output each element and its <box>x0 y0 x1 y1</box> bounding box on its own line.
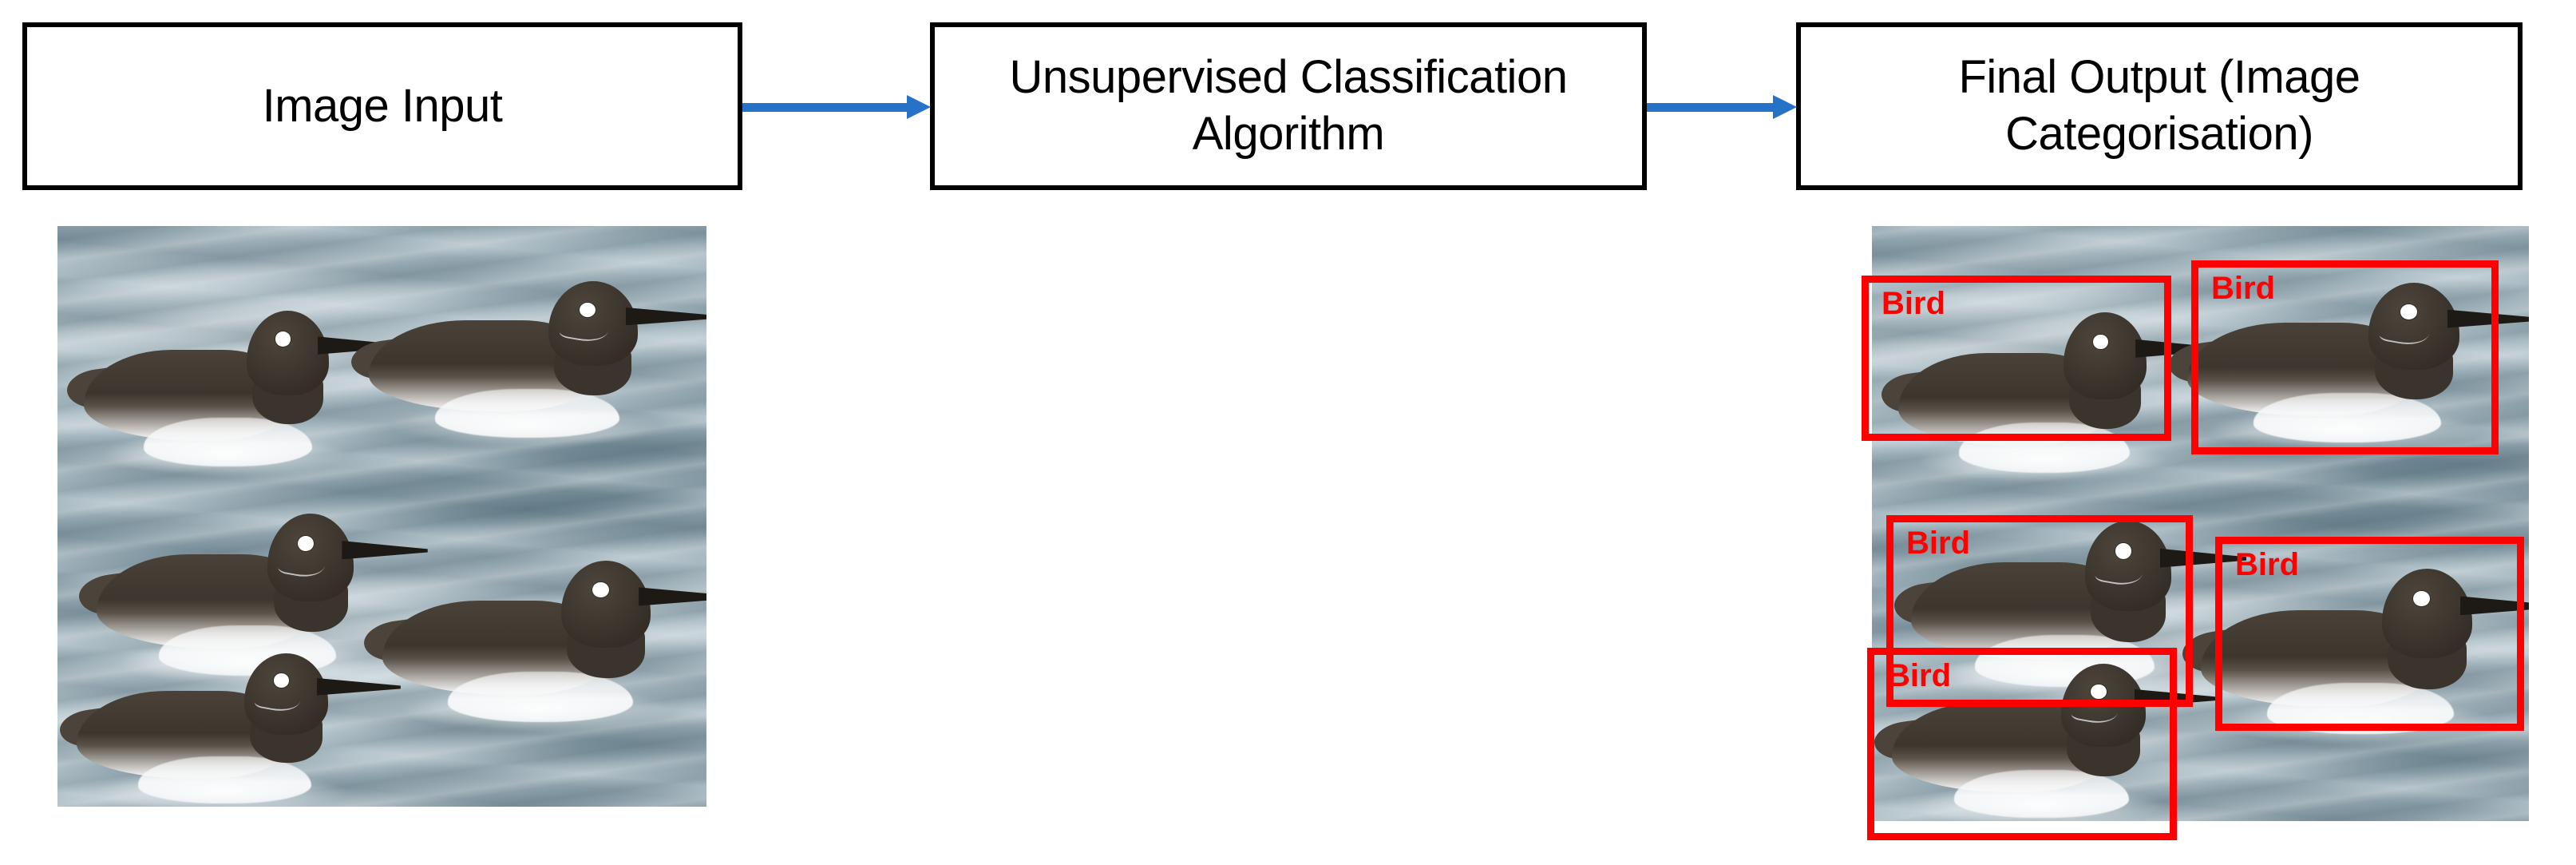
bird-wake <box>399 695 675 732</box>
bird-eye <box>2115 543 2131 559</box>
arrow-head <box>907 95 931 119</box>
flow-node-algorithm-label-line1: Unsupervised Classification <box>1009 51 1568 104</box>
flow-node-final-output-label-line1: Final Output (Image <box>1958 51 2360 104</box>
detection-label: Bird <box>1906 526 1970 561</box>
bird-eye <box>2400 304 2417 320</box>
flow-node-final-output: Final Output (Image Categorisation) <box>1796 22 2523 190</box>
bird-1 <box>65 308 400 477</box>
bird-5 <box>57 650 401 807</box>
bird-wake <box>1908 792 2169 821</box>
arrow-head <box>1773 95 1797 119</box>
flow-node-algorithm-label-line2: Algorithm <box>1192 108 1385 160</box>
bird-3 <box>1891 518 2247 697</box>
arrow-shaft <box>1647 103 1775 112</box>
detection-box-5: Bird <box>2215 537 2524 731</box>
bird-3 <box>77 510 428 686</box>
bird-eye <box>2413 591 2431 607</box>
detection-label: Bird <box>2211 271 2275 306</box>
bird-2 <box>348 278 706 448</box>
arrow-right-icon-algorithm-to-output <box>1647 95 1797 119</box>
detection-box-4: Bird <box>1867 648 2177 840</box>
input-photograph <box>57 226 706 807</box>
bird-wake <box>2205 416 2484 453</box>
bird-eye <box>297 535 314 551</box>
bird-eye <box>275 331 291 347</box>
arrow-right-icon-input-to-algorithm <box>742 95 931 119</box>
bird-bill <box>2460 596 2529 616</box>
detection-label: Bird <box>2235 547 2299 582</box>
bird-wake <box>93 778 350 807</box>
bird-bill <box>639 587 706 606</box>
bird-eye <box>579 302 596 318</box>
bird-head <box>2368 283 2459 370</box>
bird-eye <box>592 581 609 597</box>
bird-head <box>2064 312 2147 399</box>
bird-head <box>247 310 329 395</box>
flow-node-final-output-label-line2: Categorisation) <box>2005 108 2313 160</box>
flow-node-image-input-label: Image Input <box>262 79 503 132</box>
bird-head <box>2381 568 2473 659</box>
bird-4 <box>361 557 706 732</box>
flow-node-final-output-label: Final Output (Image Categorisation) <box>1958 50 2360 163</box>
arrow-shaft <box>742 103 908 112</box>
bird-head <box>2084 521 2172 611</box>
detection-label: Bird <box>1882 286 1945 321</box>
detection-box-1: Bird <box>1862 276 2171 441</box>
bird-wake <box>100 440 351 477</box>
bird-2 <box>2166 280 2529 453</box>
bird-wake <box>113 649 377 686</box>
detection-box-3: Bird <box>1886 515 2193 707</box>
bird-wake <box>386 411 662 448</box>
detection-label: Bird <box>1887 658 1951 693</box>
bird-eye <box>2092 334 2108 350</box>
bird-wake <box>1914 446 2169 483</box>
bird-eye <box>273 673 290 688</box>
flow-node-image-input: Image Input <box>22 22 742 190</box>
bird-head <box>244 653 328 735</box>
bird-head <box>560 560 651 649</box>
flow-node-algorithm: Unsupervised Classification Algorithm <box>930 22 1647 190</box>
bird-head <box>267 514 354 602</box>
flow-node-algorithm-label: Unsupervised Classification Algorithm <box>1010 50 1568 163</box>
bird-wake <box>1929 659 2195 697</box>
bird-head <box>548 281 638 367</box>
detection-box-2: Bird <box>2191 260 2499 454</box>
bird-eye <box>2091 684 2107 700</box>
bird-1 <box>1879 309 2218 483</box>
